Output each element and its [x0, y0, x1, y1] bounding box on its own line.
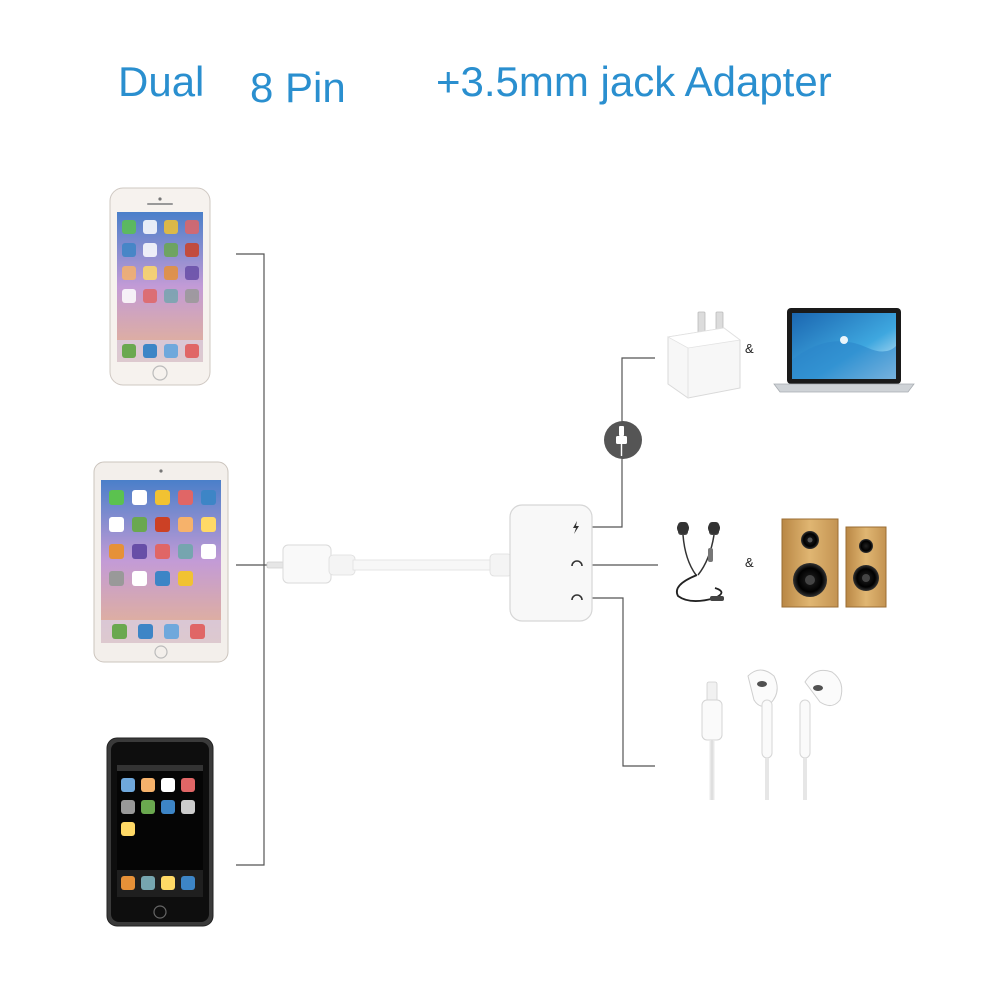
bottom-right-line: [592, 597, 655, 767]
laptop-icon: [773, 308, 915, 393]
ipad-mini-icon: [93, 461, 229, 663]
title-jack-adapter: +3.5mm jack Adapter: [436, 58, 832, 105]
title-8pin: 8 Pin: [250, 64, 346, 111]
power-adapter-icon: [666, 311, 742, 399]
lightning-port-icon: [573, 521, 579, 534]
audio-port-icon-1: [571, 560, 583, 567]
joiner-ampersand-1: &: [745, 341, 754, 356]
joiner-ampersand-2: &: [745, 555, 754, 570]
connector-lines: [236, 253, 658, 866]
adapter-hub: [509, 504, 593, 622]
adapter-cable: [266, 544, 513, 584]
ipod-touch-icon: [106, 737, 214, 927]
audio-port-icon-2: [571, 594, 583, 601]
speakers-icon: [781, 518, 887, 608]
lightning-cable-badge-icon: [604, 421, 642, 459]
left-bracket-line: [236, 253, 265, 866]
lightning-earpods-icon: [701, 669, 843, 800]
title-dual: Dual: [118, 58, 205, 105]
earphones-icon: [676, 522, 724, 602]
iphone-icon: [109, 187, 211, 386]
